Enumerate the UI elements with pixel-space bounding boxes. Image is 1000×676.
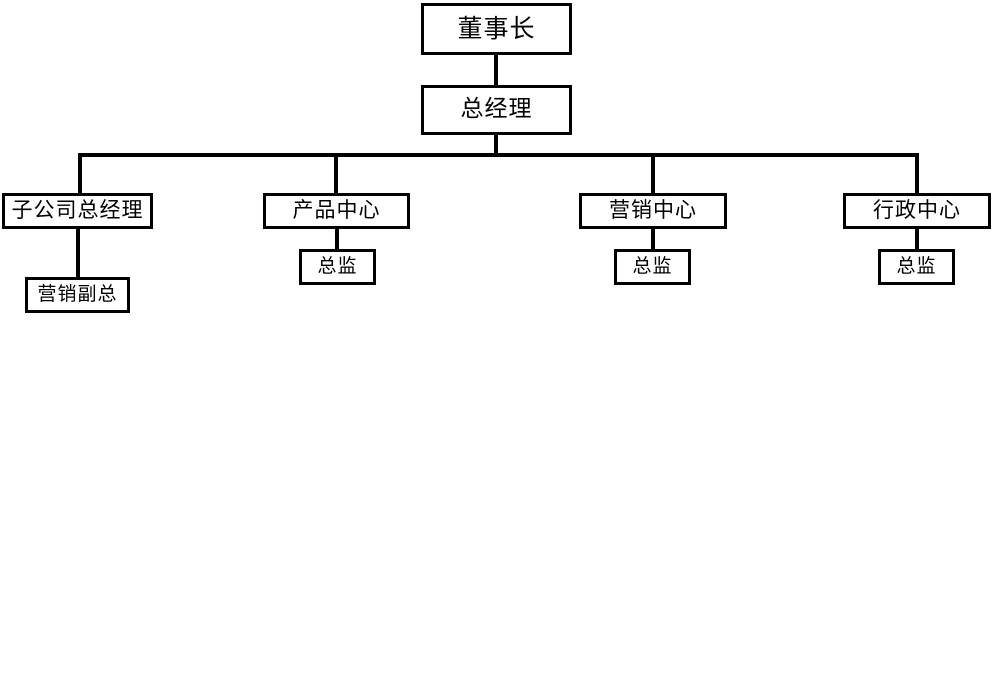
node-director-marketing-label: 总监 [632,254,673,277]
connector-product-center-to-director [335,229,339,249]
node-director-admin-label: 总监 [896,254,937,277]
node-product-center[interactable]: 产品中心 [263,193,410,229]
connector-horizontal-bus [78,153,919,157]
connector-sub-gm-to-marketing-vp [76,229,80,277]
node-subsidiary-general-manager-label: 子公司总经理 [11,197,144,222]
node-admin-center[interactable]: 行政中心 [843,193,991,229]
connector-bus-to-sub-gm [78,153,82,193]
connector-admin-center-to-director [915,229,919,249]
node-director-product[interactable]: 总监 [299,249,376,285]
connector-gm-to-bus [494,135,498,157]
node-marketing-vice-president[interactable]: 营销副总 [25,277,130,313]
node-marketing-vice-president-label: 营销副总 [37,282,118,305]
connector-bus-to-marketing-center [651,153,655,193]
node-marketing-center[interactable]: 营销中心 [579,193,727,229]
node-general-manager[interactable]: 总经理 [421,85,572,135]
node-chairman[interactable]: 董事长 [421,3,572,55]
connector-bus-to-admin-center [915,153,919,193]
connector-bus-to-product-center [334,153,338,193]
node-director-admin[interactable]: 总监 [878,249,955,285]
node-subsidiary-general-manager[interactable]: 子公司总经理 [2,193,153,229]
connector-marketing-center-to-director [651,229,655,249]
node-admin-center-label: 行政中心 [873,197,961,222]
node-general-manager-label: 总经理 [460,95,533,122]
node-marketing-center-label: 营销中心 [609,197,697,222]
node-director-marketing[interactable]: 总监 [614,249,691,285]
node-chairman-label: 董事长 [457,13,536,43]
node-director-product-label: 总监 [317,254,358,277]
connector-chairman-to-gm [494,55,498,85]
node-product-center-label: 产品中心 [292,197,381,222]
